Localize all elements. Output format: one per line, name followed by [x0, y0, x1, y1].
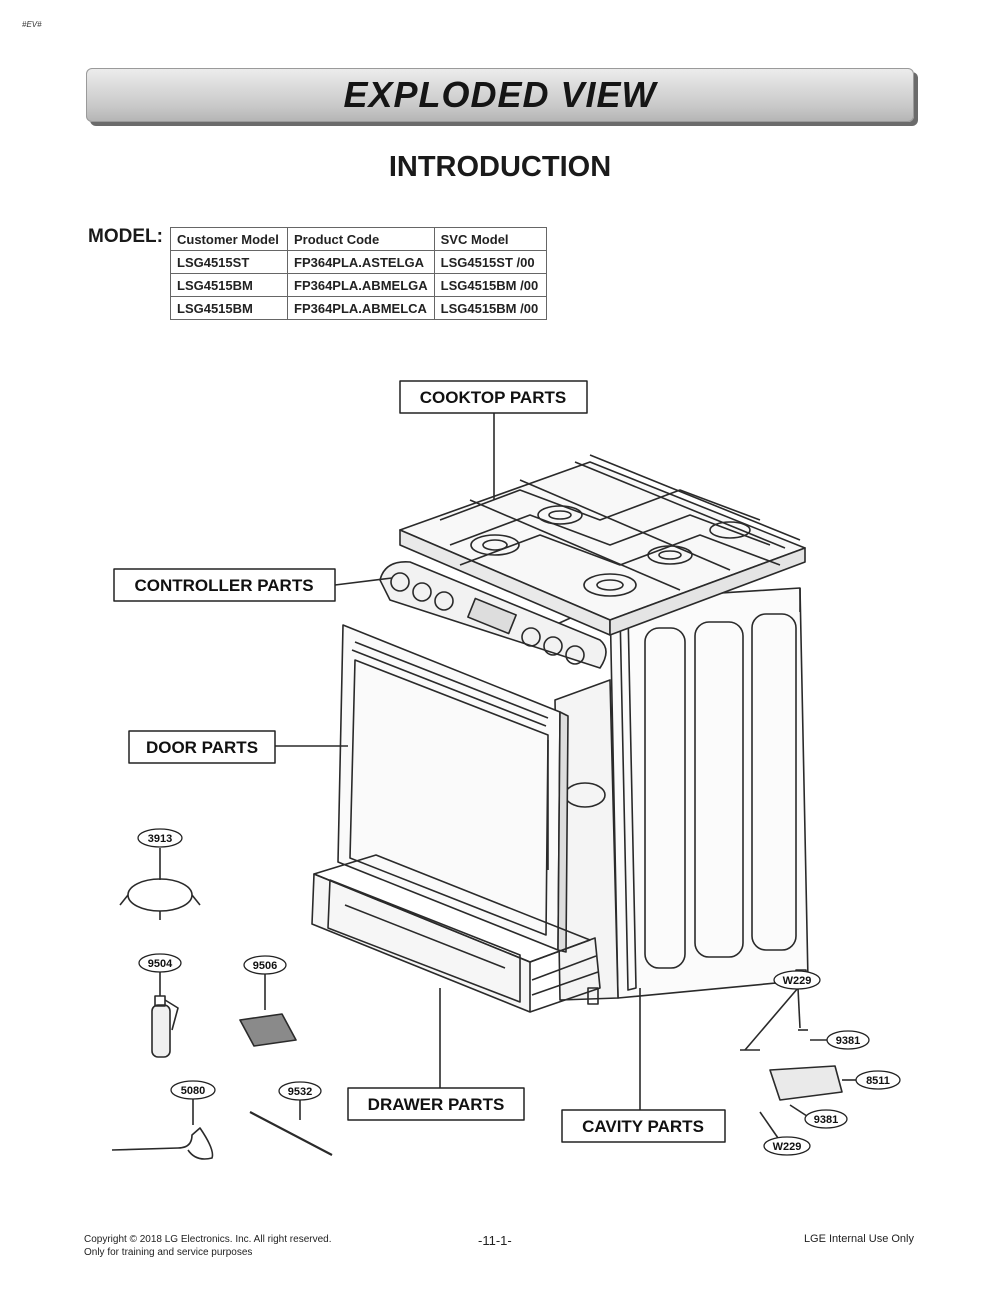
callout-9381-bottom: 9381: [814, 1114, 838, 1126]
section-title: INTRODUCTION: [388, 151, 612, 183]
cavity-parts-label: CAVITY PARTS: [582, 1117, 704, 1136]
callout-9381-top: 9381: [836, 1035, 860, 1047]
table-row: LSG4515BM FP364PLA.ABMELGA LSG4515BM /00: [170, 273, 547, 297]
drawer-parts-label: DRAWER PARTS: [368, 1095, 505, 1114]
table-row: LSG4515BM FP364PLA.ABMELCA LSG4515BM /00: [170, 296, 547, 320]
controller-panel: [379, 561, 607, 669]
cavity-parts-box: [561, 1109, 726, 1143]
footer-copyright: Copyright © 2018 LG Electronics. Inc. Al…: [84, 1233, 331, 1259]
training-text: Only for training and service purposes: [84, 1247, 253, 1258]
table-cell: LSG4515ST /00: [433, 250, 547, 274]
banner-title: EXPLODED VIEW: [343, 74, 657, 115]
page-number: -11-1-: [478, 1233, 512, 1248]
door-parts-box: [128, 730, 276, 764]
callout-w229-top: W229: [783, 975, 812, 987]
cooktop-parts-box: [399, 380, 588, 414]
oven-door: [337, 624, 569, 953]
table-cell: LSG4515ST: [170, 250, 288, 274]
table-cell: FP364PLA.ABMELGA: [287, 273, 435, 297]
callout-3913: 3913: [148, 833, 172, 845]
accessory-parts: [111, 848, 333, 1160]
table-cell: LSG4515BM /00: [433, 296, 547, 320]
callout-w229-bottom: W229: [773, 1141, 802, 1153]
cooktop-parts-label: COOKTOP PARTS: [420, 388, 566, 407]
door-parts-label: DOOR PARTS: [146, 738, 258, 757]
header-svc-model: SVC Model: [433, 227, 547, 251]
table-cell: FP364PLA.ASTELGA: [287, 250, 435, 274]
table-row: LSG4515ST FP364PLA.ASTELGA LSG4515ST /00: [170, 250, 547, 274]
drawer-parts-box: [347, 1087, 525, 1121]
callout-9532: 9532: [288, 1086, 312, 1098]
table-cell: LSG4515BM: [170, 296, 288, 320]
controller-parts-box: [113, 568, 336, 602]
callout-5080: 5080: [181, 1085, 205, 1097]
page-tag: #EV#: [22, 20, 42, 29]
callout-9504: 9504: [148, 958, 173, 970]
table-cell: FP364PLA.ABMELCA: [287, 296, 435, 320]
copyright-text: Copyright © 2018 LG Electronics. Inc. Al…: [84, 1234, 332, 1245]
callout-9506: 9506: [253, 960, 277, 972]
model-label: MODEL:: [88, 226, 163, 247]
model-table-header: Customer Model Product Code SVC Model: [170, 227, 547, 251]
callout-8511: 8511: [866, 1075, 890, 1087]
hinge-hardware: [740, 987, 858, 1139]
model-table: Customer Model Product Code SVC Model LS…: [170, 227, 547, 320]
header-customer-model: Customer Model: [170, 227, 288, 251]
storage-drawer: [311, 854, 601, 1013]
title-banner: EXPLODED VIEW: [86, 68, 914, 122]
internal-use-note: LGE Internal Use Only: [803, 1233, 914, 1245]
cavity-body: [554, 587, 809, 1005]
controller-parts-label: CONTROLLER PARTS: [134, 576, 313, 595]
leader-lines: [275, 413, 641, 1110]
